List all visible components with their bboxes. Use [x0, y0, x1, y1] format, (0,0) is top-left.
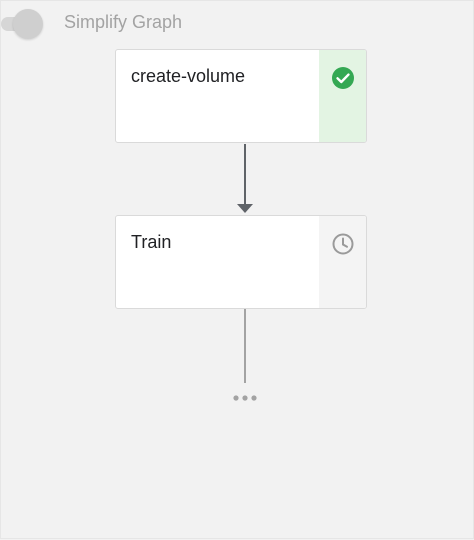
more-nodes-ellipsis[interactable] [233, 395, 257, 401]
node-label: Train [131, 232, 172, 252]
edge-arrowhead [237, 204, 253, 213]
simplify-graph-label: Simplify Graph [64, 12, 183, 32]
node-label: create-volume [131, 66, 246, 86]
simplify-graph-toggle[interactable] [1, 9, 45, 39]
toggle-thumb [13, 9, 43, 39]
graph-node-create-volume[interactable]: create-volume [115, 49, 367, 143]
clock-icon [332, 233, 354, 255]
check-circle-icon [332, 67, 354, 89]
node-status-pending [319, 216, 366, 308]
graph-node-train[interactable]: Train [115, 215, 367, 309]
node-status-succeeded [319, 50, 366, 142]
